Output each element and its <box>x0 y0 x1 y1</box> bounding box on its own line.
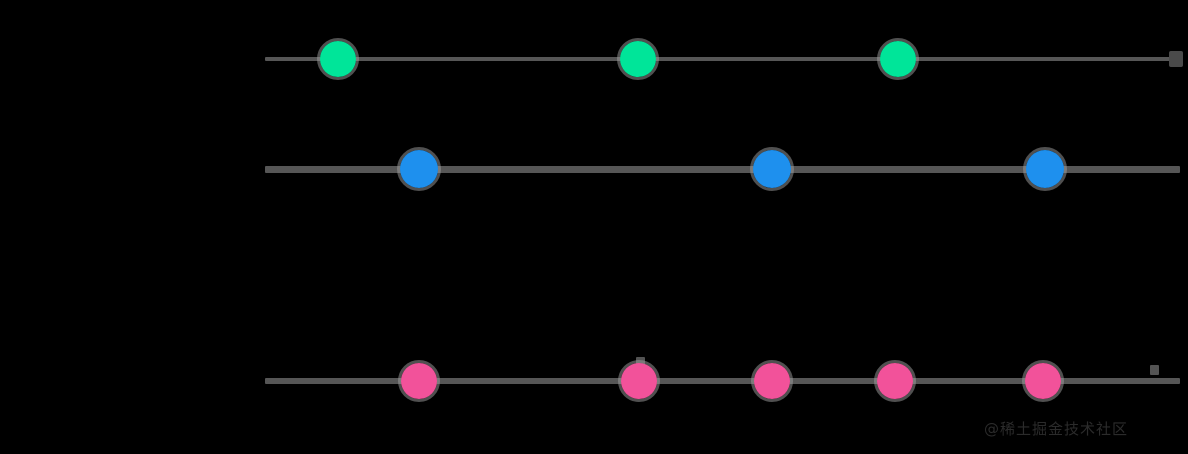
green-track-node-3-ring <box>877 38 919 80</box>
pink-track-rail[interactable] <box>265 378 1180 384</box>
pink-track-node-1[interactable] <box>401 363 437 399</box>
green-track-rail[interactable] <box>265 57 1180 61</box>
green-track-node-1[interactable] <box>320 41 356 77</box>
pink-track-node-4[interactable] <box>877 363 913 399</box>
blue-track-rail[interactable] <box>265 165 1180 173</box>
green-track-node-3[interactable] <box>880 41 916 77</box>
pink-track-node-4-ring <box>874 360 916 402</box>
green-track-node-2[interactable] <box>620 41 656 77</box>
pink-track-node-2-ring <box>618 360 660 402</box>
blue-track-node-2[interactable] <box>753 150 791 188</box>
pink-track-node-1-ring <box>398 360 440 402</box>
blue-track-node-3-ring <box>1023 147 1067 191</box>
blue-track-node-3[interactable] <box>1026 150 1064 188</box>
green-track-node-1-ring <box>317 38 359 80</box>
blue-track-node-2-ring <box>750 147 794 191</box>
pink-track-node-5[interactable] <box>1025 363 1061 399</box>
pink-track-node-3[interactable] <box>754 363 790 399</box>
pink-track-node-2[interactable] <box>621 363 657 399</box>
green-track-node-2-ring <box>617 38 659 80</box>
pink-track-node-5-ring <box>1022 360 1064 402</box>
blue-track-node-1[interactable] <box>400 150 438 188</box>
pink-track-tick-2 <box>1150 365 1159 375</box>
blue-track-node-1-ring <box>397 147 441 191</box>
green-track-end-cap-marker[interactable] <box>1169 51 1183 67</box>
watermark: @稀土掘金技术社区 <box>984 420 1129 438</box>
pink-track-node-3-ring <box>751 360 793 402</box>
